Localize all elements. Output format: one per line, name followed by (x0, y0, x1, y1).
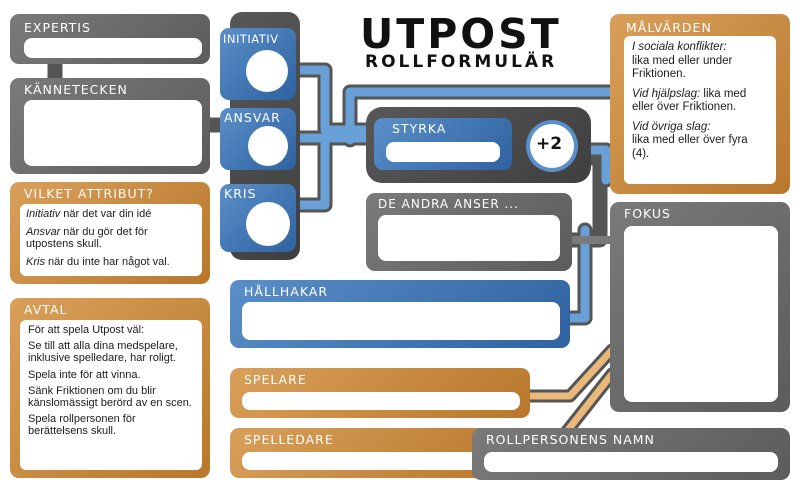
spelare-panel: SPELARE (230, 368, 530, 418)
kannetecken-panel: KÄNNETECKEN (10, 78, 210, 174)
avtal-item: Se till att alla dina medspelare, inklus… (28, 340, 178, 365)
avtal-label: AVTAL (24, 302, 68, 317)
rollpersonens-namn-panel: ROLLPERSONENS NAMN (472, 428, 790, 480)
styrka-label: STYRKA (392, 121, 447, 136)
malvarden-b2-em: Vid hjälpslag: (632, 87, 701, 100)
bonus-inner (530, 124, 574, 168)
de-andra-field[interactable] (378, 215, 560, 261)
fokus-field[interactable] (624, 226, 778, 402)
initiativ-label: INITIATIV (223, 32, 279, 46)
initiativ-em: Initiativ (26, 208, 61, 220)
kris-value-field[interactable] (246, 202, 290, 246)
kris-box: KRIS (220, 184, 296, 252)
avtal-item: Sänk Friktionen om du blir känslomässigt… (28, 384, 192, 410)
ansvar-em: Ansvar (26, 225, 61, 238)
page-subtitle: ROLLFORMULÄR (365, 52, 558, 72)
styrka-box: STYRKA (374, 118, 512, 170)
vilket-attribut-label: VILKET ATTRIBUT? (24, 186, 154, 201)
hallhakar-field[interactable] (242, 302, 560, 340)
de-andra-panel: DE ANDRA ANSER ... (366, 193, 572, 271)
vilket-attribut-panel: VILKET ATTRIBUT? Initiativ när det var d… (10, 182, 210, 284)
avtal-text: För att spela Utpost väl: Se till att al… (20, 320, 202, 470)
avtal-panel: AVTAL För att spela Utpost väl: Se till … (10, 298, 210, 478)
fokus-panel: FOKUS (610, 202, 790, 412)
expertis-label: EXPERTIS (24, 20, 91, 35)
vilket-line1: när det var din idé (60, 208, 152, 220)
bonus-value: +2 (536, 134, 563, 154)
page-title: UTPOST (360, 10, 562, 58)
malvarden-text: I sociala konflikter:lika med eller unde… (624, 36, 776, 184)
ansvar-label: ANSVAR (224, 110, 281, 125)
avtal-item: Spela inte för att vinna. (28, 368, 141, 381)
vilket-attribut-text: Initiativ när det var din idé Ansvar när… (20, 204, 202, 276)
ansvar-box: ANSVAR (220, 108, 296, 170)
vilket-line2: när du gör det för utpostens skull. (26, 225, 148, 251)
expertis-field[interactable] (24, 38, 202, 58)
spelledare-field[interactable] (242, 452, 510, 470)
kris-label: KRIS (224, 186, 257, 201)
expertis-panel: EXPERTIS (10, 14, 210, 64)
spelledare-label: SPELLEDARE (244, 432, 334, 447)
kris-em: Kris (26, 255, 45, 268)
malvarden-panel: MÅLVÄRDEN I sociala konflikter:lika med … (610, 14, 790, 194)
malvarden-b3-rest: lika med eller över fyra (4). (632, 134, 748, 160)
rollpersonens-namn-label: ROLLPERSONENS NAMN (486, 432, 655, 447)
hallhakar-label: HÅLLHAKAR (244, 284, 329, 299)
malvarden-b2-rest: lika med eller över Friktionen. (632, 87, 747, 114)
malvarden-b3-em: Vid övriga slag: (632, 120, 711, 133)
malvarden-b1-em: I sociala konflikter: (632, 41, 727, 53)
avtal-item: Spela rollpersonen för berättelsens skul… (28, 413, 136, 438)
styrka-field[interactable] (386, 142, 500, 162)
fokus-label: FOKUS (624, 206, 671, 221)
avtal-item: För att spela Utpost väl: (28, 324, 145, 336)
ansvar-value-field[interactable] (248, 126, 288, 166)
rollpersonens-namn-field[interactable] (484, 452, 778, 472)
de-andra-label: DE ANDRA ANSER ... (378, 197, 519, 211)
kannetecken-field[interactable] (24, 100, 202, 166)
spelare-field[interactable] (242, 392, 520, 410)
initiativ-value-field[interactable] (246, 50, 288, 92)
malvarden-label: MÅLVÄRDEN (626, 20, 712, 35)
vilket-line3: när du inte har något val. (44, 255, 170, 268)
initiativ-box: INITIATIV (220, 28, 296, 100)
hallhakar-panel: HÅLLHAKAR (230, 280, 570, 348)
malvarden-b1-rest: lika med eller under Friktionen. (632, 54, 733, 81)
spelledare-panel: SPELLEDARE (230, 428, 520, 478)
spelare-label: SPELARE (244, 372, 307, 387)
kannetecken-label: KÄNNETECKEN (24, 82, 128, 97)
